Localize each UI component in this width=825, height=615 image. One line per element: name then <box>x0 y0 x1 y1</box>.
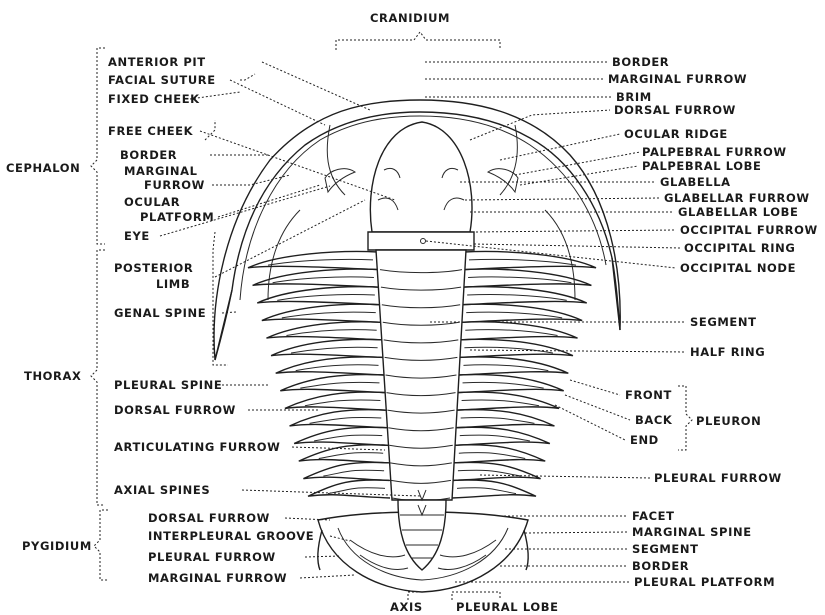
label-segment-thorax: SEGMENT <box>690 315 757 329</box>
marginal-spine-left <box>318 530 322 570</box>
fixed-cheek-bracket <box>205 120 215 140</box>
label-border-left: BORDER <box>120 148 177 162</box>
label-front: FRONT <box>625 388 672 402</box>
label-ocular-ridge: OCULAR RIDGE <box>624 127 728 141</box>
pleural-furrow-line <box>328 488 385 494</box>
label-cranidium: CRANIDIUM <box>370 11 450 25</box>
label-anterior-pit: ANTERIOR PIT <box>108 55 206 69</box>
label-border-top: BORDER <box>612 55 669 69</box>
pleural-furrow-line <box>465 330 557 336</box>
label-occipital-ring: OCCIPITAL RING <box>684 241 795 255</box>
label-furrow-left: FURROW <box>144 178 205 192</box>
label-facet: FACET <box>632 509 675 523</box>
pleural-furrow-line <box>469 259 576 265</box>
pleural-furrow-line <box>457 488 516 494</box>
pleural-furrow-line <box>464 347 553 353</box>
label-platform: PLATFORM <box>140 210 214 224</box>
marginal-spine-right <box>524 530 528 570</box>
pleural-furrow-line <box>459 453 525 459</box>
label-glabellar-lobe: GLABELLAR LOBE <box>678 205 798 219</box>
label-segment-pygidium: SEGMENT <box>632 542 699 556</box>
label-marginal-furrow-top: MARGINAL FURROW <box>608 72 747 86</box>
label-half-ring: HALF RING <box>690 345 765 359</box>
label-end: END <box>630 433 659 447</box>
pleural-furrow-line <box>463 382 544 388</box>
pleural-furrow-line <box>323 470 384 476</box>
label-glabellar-furrow: GLABELLAR FURROW <box>664 191 810 205</box>
pleural-furrow-line <box>273 277 374 283</box>
pleural-furrow-line <box>282 312 376 318</box>
label-posterior: POSTERIOR <box>114 261 193 275</box>
pleural-furrow-line <box>300 382 379 388</box>
pleural-furrow-line <box>468 277 571 283</box>
label-ocular: OCULAR <box>124 195 180 209</box>
label-pleuron: PLEURON <box>696 414 761 428</box>
pygidium-bracket <box>94 510 108 580</box>
trilobite-body <box>214 100 620 592</box>
pleural-furrow-line <box>466 312 562 318</box>
label-pleural-furrow-left: PLEURAL FURROW <box>148 550 276 564</box>
pygidium-axis <box>398 500 446 570</box>
pleural-furrow-line <box>463 365 548 371</box>
label-cephalon: CEPHALON <box>6 161 80 175</box>
label-eye: EYE <box>124 229 150 243</box>
pleural-furrow-line <box>310 417 382 423</box>
pleural-furrow-line <box>296 365 379 371</box>
label-pleural-furrow-right: PLEURAL FURROW <box>654 471 782 485</box>
label-facial-suture: FACIAL SUTURE <box>108 73 216 87</box>
pleural-furrow-line <box>268 259 373 265</box>
label-marginal-spine: MARGINAL SPINE <box>632 525 752 539</box>
label-brim: BRIM <box>616 90 652 104</box>
label-limb: LIMB <box>156 277 190 291</box>
label-thorax: THORAX <box>24 369 81 383</box>
label-occipital-node: OCCIPITAL NODE <box>680 261 796 275</box>
label-pleural-spine: PLEURAL SPINE <box>114 378 222 392</box>
label-dorsal-furrow-pygidium: DORSAL FURROW <box>148 511 270 525</box>
label-articulating-furrow: ARTICULATING FURROW <box>114 440 280 454</box>
pleural-furrow-line <box>467 294 567 300</box>
pleuron-bracket <box>678 386 692 450</box>
pleural-furrow-line <box>291 347 378 353</box>
label-axial-spines: AXIAL SPINES <box>114 483 210 497</box>
label-pygidium: PYGIDIUM <box>22 539 92 553</box>
label-axis: AXIS <box>390 600 423 614</box>
label-pleural-lobe: PLEURAL LOBE <box>456 600 559 614</box>
label-genal-spine: GENAL SPINE <box>114 306 206 320</box>
label-occipital-furrow: OCCIPITAL FURROW <box>680 223 818 237</box>
label-glabella: GLABELLA <box>660 175 731 189</box>
label-marginal-left: MARGINAL <box>124 164 198 178</box>
label-palpebral-lobe: PALPEBRAL LOBE <box>642 159 761 173</box>
pleural-furrow-line <box>314 435 382 441</box>
pleural-furrow-line <box>305 400 380 406</box>
label-interpleural-groove: INTERPLEURAL GROOVE <box>148 529 314 543</box>
glabella-shape <box>370 122 472 232</box>
label-pleural-platform: PLEURAL PLATFORM <box>634 575 775 589</box>
label-marginal-furrow-left: MARGINAL FURROW <box>148 571 287 585</box>
cephalon-bracket <box>91 48 105 244</box>
thorax-axis <box>376 250 466 500</box>
label-free-cheek: FREE CHEEK <box>108 124 194 138</box>
genal-spine-left <box>215 290 232 360</box>
label-fixed-cheek: FIXED CHEEK <box>108 92 200 106</box>
pleural-furrow-line <box>319 453 383 459</box>
label-border-pygidium: BORDER <box>632 559 689 573</box>
pleural-furrow-line <box>286 330 376 336</box>
label-palpebral-furrow: PALPEBRAL FURROW <box>642 145 787 159</box>
label-dorsal-furrow-head: DORSAL FURROW <box>614 103 736 117</box>
pleural-furrow-line <box>461 417 535 423</box>
label-back: BACK <box>635 413 673 427</box>
label-dorsal-furrow-thorax: DORSAL FURROW <box>114 403 236 417</box>
pleural-furrow-line <box>462 400 539 406</box>
pleural-furrow-line <box>277 294 375 300</box>
cranidium-bracket <box>336 32 500 50</box>
thorax-bracket <box>91 250 105 505</box>
pleural-furrow-line <box>460 435 530 441</box>
